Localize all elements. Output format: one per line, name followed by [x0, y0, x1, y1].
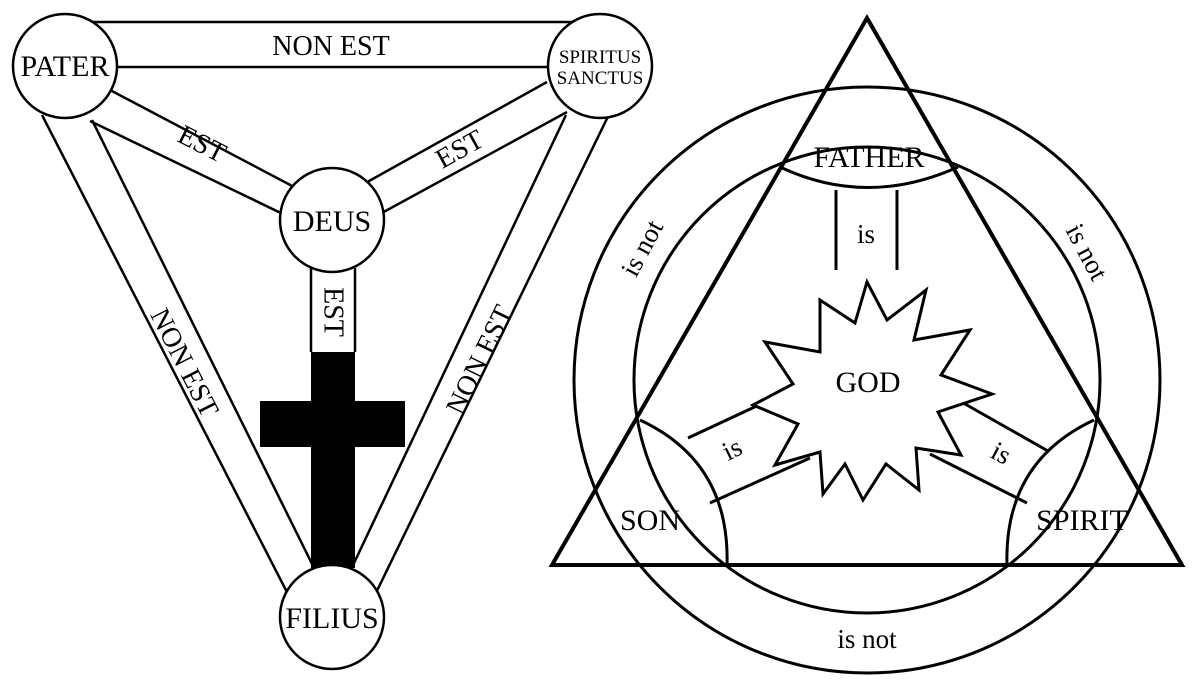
- band-pater-spiritus: [65, 20, 600, 69]
- band-spiritus-filius: [344, 97, 619, 604]
- node-spirit-label: SPIRIT: [1036, 504, 1128, 537]
- node-father-label: FATHER: [813, 141, 924, 174]
- outer-ring: [572, 85, 1162, 675]
- cross-shape: [260, 352, 405, 568]
- rel-spirit-god-label: is: [986, 436, 1016, 471]
- band-father-god: [834, 190, 899, 270]
- rel-son-god-label: is: [717, 431, 746, 466]
- father-cap-arc: [779, 165, 959, 189]
- node-pater-label: PATER: [21, 50, 110, 83]
- rel-son-spirit-label: is not: [837, 624, 897, 654]
- node-deus-label: DEUS: [293, 205, 371, 238]
- node-son-label: SON: [620, 504, 680, 537]
- band-pater-deus: [89, 88, 297, 217]
- rel-pater-spiritus-label: NON EST: [272, 31, 389, 62]
- rel-spiritus-deus-label: EST: [431, 124, 490, 175]
- god-star: [749, 278, 997, 504]
- band-pater-filius: [40, 114, 322, 601]
- rel-deus-filius-label: EST: [318, 287, 349, 337]
- rel-spiritus-filius-label: NON EST: [440, 300, 519, 419]
- shield-of-trinity-latin: [11, 12, 654, 671]
- inner-ring: [632, 145, 1102, 615]
- rel-father-god-label: is: [857, 219, 875, 249]
- node-god-label: GOD: [836, 366, 901, 399]
- son-cap-arc: [639, 418, 729, 566]
- band-deus-filius: [309, 268, 357, 352]
- spirit-cap-arc: [1005, 418, 1095, 566]
- node-filius-circle: [278, 563, 386, 671]
- node-spiritus-label-line2: SANCTUS: [557, 68, 644, 89]
- band-spiritus-deus: [359, 80, 568, 216]
- node-deus-circle: [278, 166, 386, 274]
- rel-father-spirit-label: is not: [1060, 219, 1115, 286]
- node-pater-circle: [11, 12, 119, 120]
- band-spirit-god: [929, 398, 1049, 505]
- node-filius-label: FILIUS: [285, 602, 378, 635]
- node-spiritus-label-line1: SPIRITUS: [559, 47, 641, 68]
- trinity-triangle-english: [548, 13, 1186, 675]
- main-triangle: [548, 13, 1186, 567]
- node-spiritus-circle: [546, 12, 654, 120]
